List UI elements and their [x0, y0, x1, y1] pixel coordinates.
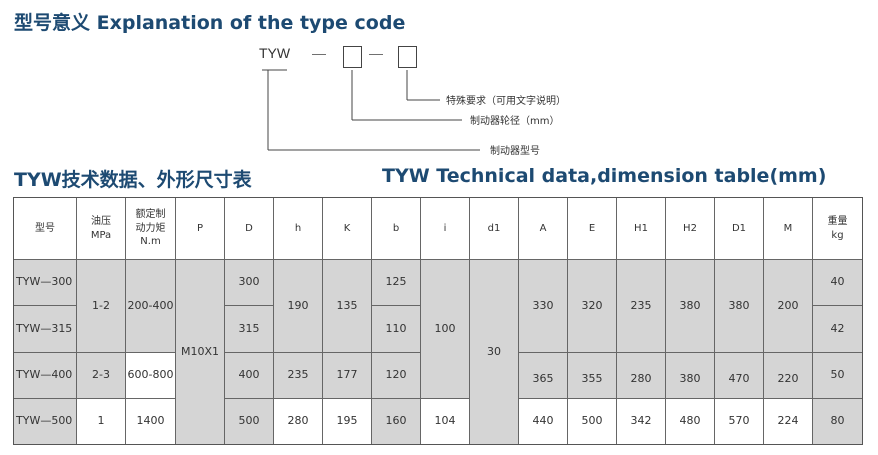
table-cell-i: 104: [421, 399, 470, 444]
table-cell-d1: 380: [715, 260, 764, 353]
type-code-diagram: TYW — — 特殊要求（可用文字说明） 制动器轮径（mm） 制动器型号: [0, 0, 878, 160]
table-cell-b: 110: [372, 306, 421, 353]
type-code-connector-lines: [262, 69, 480, 151]
note-special-requirement: 特殊要求（可用文字说明）: [446, 96, 566, 107]
table-cell-k: 135: [323, 260, 372, 353]
table-cell-d: 500: [225, 399, 274, 444]
table-header-col-d1: d1: [470, 198, 519, 260]
table-header-col-i: i: [421, 198, 470, 260]
table-header-col-k: K: [323, 198, 372, 260]
table-header-col-model: 型号: [14, 198, 77, 260]
table-cell-h1: 342: [617, 399, 666, 444]
table-cell-a: 440: [519, 399, 568, 444]
table-cell-h1: 280: [617, 353, 666, 399]
table-cell-model: TYW—300: [14, 260, 77, 306]
table-header-col-torque: 额定制 动力矩 N.m: [126, 198, 176, 260]
table-cell-h: 280: [274, 399, 323, 444]
table-cell-b: 120: [372, 353, 421, 399]
table-cell-torque: 600-800: [126, 353, 176, 399]
table-cell-h: 235: [274, 353, 323, 399]
table-header-col-p: P: [176, 198, 225, 260]
table-cell-i: 100: [421, 260, 470, 399]
table-cell-pressure: 1-2: [77, 260, 126, 353]
table-cell-model: TYW—315: [14, 306, 77, 353]
type-code-heading: 型号意义 Explanation of the type code: [14, 12, 406, 34]
table-cell-e: 320: [568, 260, 617, 353]
table-cell-p: M10X1: [176, 260, 225, 444]
table-heading-en: TYW Technical data,dimension table(mm): [382, 165, 827, 187]
table-header-col-m: M: [764, 198, 813, 260]
type-code-prefix: TYW: [259, 45, 291, 61]
table-header-col-b: b: [372, 198, 421, 260]
table-cell-pressure: 1: [77, 399, 126, 444]
table-cell-k: 177: [323, 353, 372, 399]
table-cell-d1: 470: [715, 353, 764, 399]
table-cell-d1: 30: [470, 260, 519, 444]
table-cell-e: 500: [568, 399, 617, 444]
table-cell-weight: 40: [813, 260, 862, 306]
note-brake-model: 制动器型号: [490, 146, 540, 157]
table-header-col-h: h: [274, 198, 323, 260]
table-cell-h2: 380: [666, 260, 715, 353]
table-cell-h2: 380: [666, 353, 715, 399]
table-header-col-a: A: [519, 198, 568, 260]
table-cell-h: 190: [274, 260, 323, 353]
table-cell-d1: 570: [715, 399, 764, 444]
type-code-dash: —: [312, 45, 326, 61]
table-cell-torque: 200-400: [126, 260, 176, 353]
table-header-col-d: D: [225, 198, 274, 260]
table-cell-k: 195: [323, 399, 372, 444]
table-cell-weight: 50: [813, 353, 862, 399]
table-cell-b: 125: [372, 260, 421, 306]
table-cell-weight: 42: [813, 306, 862, 353]
table-header-col-d1-dim: D1: [715, 198, 764, 260]
table-cell-m: 224: [764, 399, 813, 444]
table-heading-cn: TYW技术数据、外形尺寸表: [14, 169, 252, 191]
note-wheel-diameter: 制动器轮径（mm）: [470, 116, 560, 127]
table-cell-model: TYW—400: [14, 353, 77, 399]
table-header-col-h1: H1: [617, 198, 666, 260]
table-cell-torque: 1400: [126, 399, 176, 444]
table-cell-d: 300: [225, 260, 274, 306]
table-header-col-pressure: 油压 MPa: [77, 198, 126, 260]
table-cell-model: TYW—500: [14, 399, 77, 444]
table-cell-d: 400: [225, 353, 274, 399]
table-header-col-weight: 重量 kg: [813, 198, 862, 260]
table-cell-b: 160: [372, 399, 421, 444]
table-cell-d: 315: [225, 306, 274, 353]
table-cell-m: 200: [764, 260, 813, 353]
table-cell-e: 355: [568, 353, 617, 399]
type-code-dash: —: [369, 45, 383, 61]
table-cell-h2: 480: [666, 399, 715, 444]
table-header-col-e: E: [568, 198, 617, 260]
table-cell-weight: 80: [813, 399, 862, 444]
table-cell-h1: 235: [617, 260, 666, 353]
table-cell-a: 365: [519, 353, 568, 399]
type-code-box-special: [398, 46, 417, 68]
table-header-col-h2: H2: [666, 198, 715, 260]
table-cell-m: 220: [764, 353, 813, 399]
table-cell-a: 330: [519, 260, 568, 353]
table-cell-pressure: 2-3: [77, 353, 126, 399]
type-code-box-diameter: [343, 46, 362, 68]
